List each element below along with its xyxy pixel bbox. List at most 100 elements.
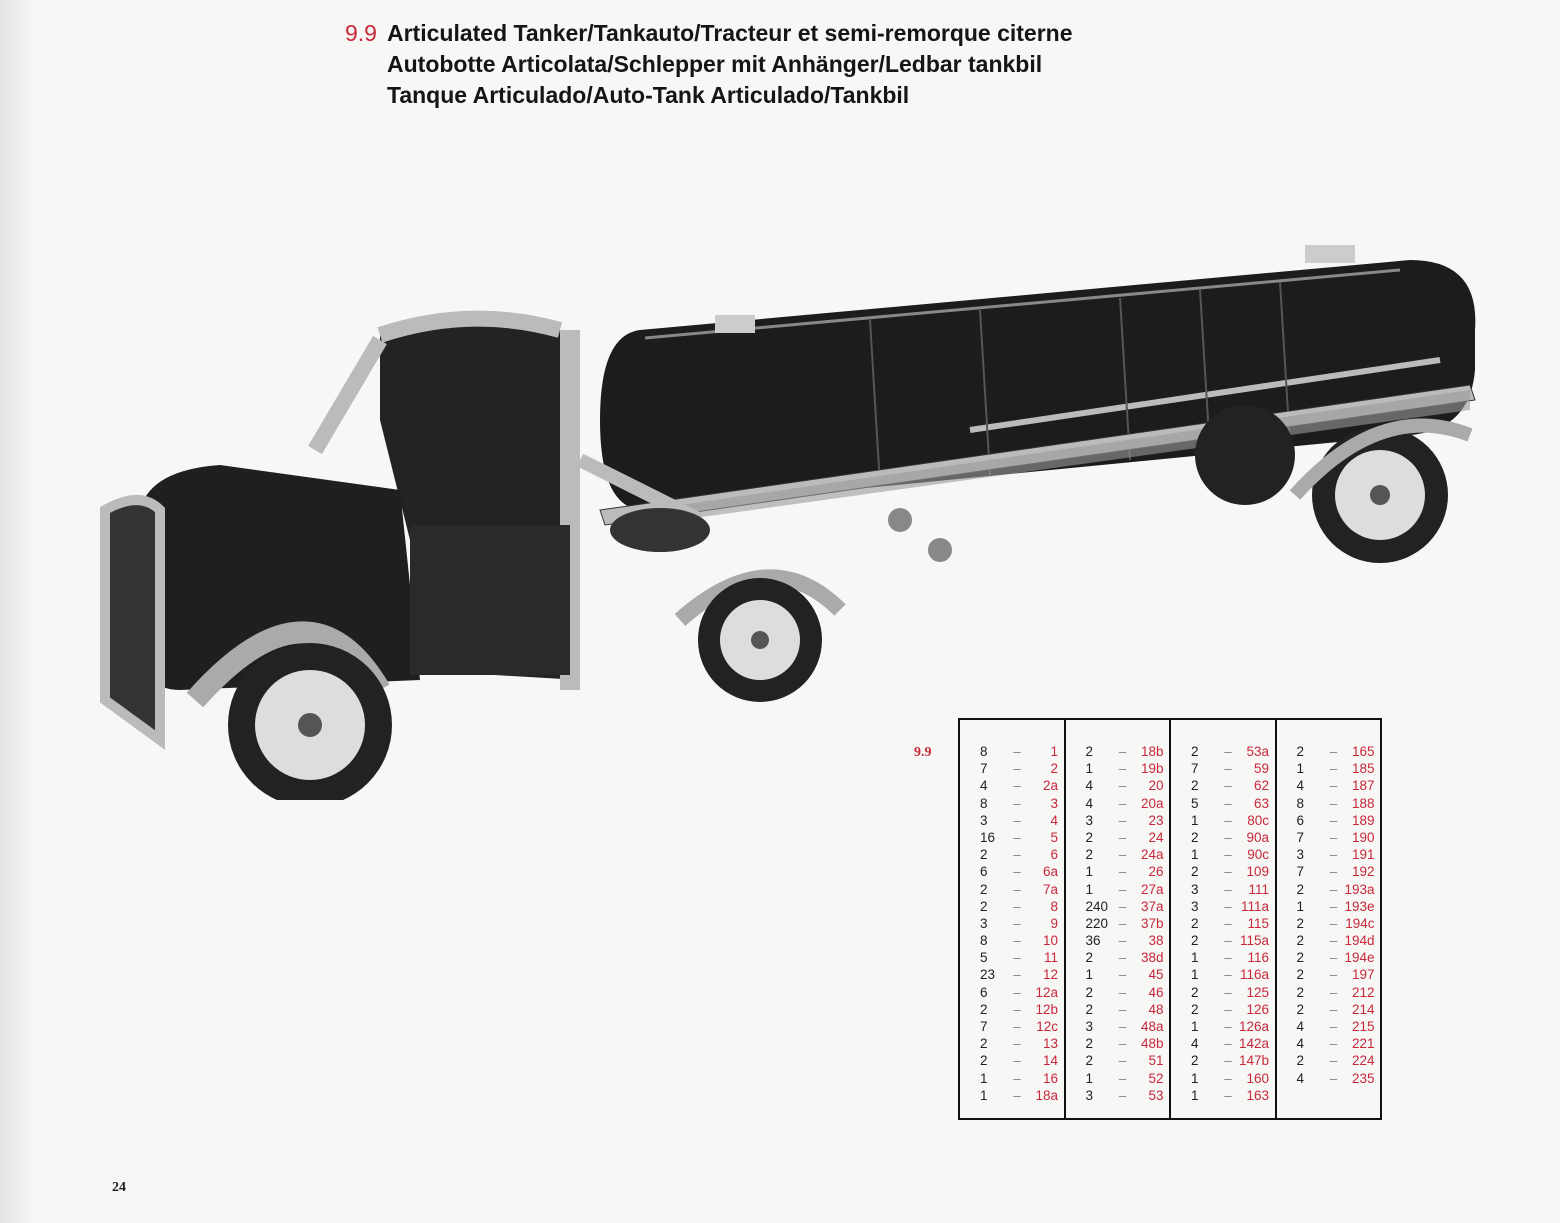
dash: – (1118, 1087, 1127, 1103)
dash: – (1118, 881, 1127, 897)
tractor-wheels (186, 508, 846, 800)
part-quantity: 2 (1191, 864, 1199, 880)
dash: – (1224, 1070, 1232, 1086)
dash: – (1329, 881, 1338, 897)
part-number: 53 (1148, 1087, 1164, 1103)
parts-row: 2–8 (960, 898, 1064, 915)
part-number: 224 (1351, 1053, 1375, 1069)
part-number: 147b (1238, 1053, 1269, 1069)
parts-row: 7–190 (1277, 829, 1381, 846)
part-quantity: 1 (1296, 898, 1305, 914)
parts-row: 7–12c (960, 1018, 1064, 1035)
dash: – (1013, 864, 1021, 880)
parts-row: 2–12b (960, 1001, 1064, 1018)
part-number: 37a (1140, 898, 1164, 914)
parts-row: 3–53 (1066, 1087, 1170, 1104)
part-quantity: 4 (1296, 778, 1305, 794)
parts-row: 8–188 (1277, 795, 1381, 812)
part-number: 12a (1035, 984, 1058, 1000)
parts-row: 2–194d (1277, 932, 1381, 949)
dash: – (1118, 1036, 1127, 1052)
part-number: 48 (1148, 1001, 1164, 1017)
dash: – (1013, 829, 1021, 845)
model-number: 9.9 (345, 20, 377, 46)
part-number: 6 (1050, 847, 1058, 863)
part-number: 185 (1351, 761, 1375, 777)
part-number: 9 (1050, 915, 1058, 931)
part-quantity: 3 (1296, 847, 1305, 863)
dash: – (1329, 1019, 1338, 1034)
part-quantity: 240 (1085, 898, 1109, 914)
dash: – (1118, 1001, 1127, 1017)
part-number: 115 (1247, 915, 1269, 931)
part-number: 116a (1239, 967, 1269, 983)
part-number: 59 (1253, 761, 1269, 777)
part-number: 188 (1351, 795, 1375, 811)
part-quantity: 5 (980, 950, 988, 966)
part-number: 13 (1042, 1036, 1058, 1052)
part-number: 116 (1247, 950, 1269, 966)
parts-row: 2–212 (1277, 984, 1381, 1001)
part-quantity: 220 (1085, 915, 1109, 931)
dash: – (1118, 898, 1127, 914)
parts-row: 4–20a (1066, 795, 1170, 812)
part-quantity: 2 (980, 881, 988, 897)
part-quantity: 3 (1191, 881, 1199, 897)
parts-row: 2–18b (1066, 743, 1170, 760)
dash: – (1013, 744, 1021, 759)
parts-row: 3–4 (960, 812, 1064, 829)
part-quantity: 2 (1085, 1036, 1094, 1052)
parts-row: 23–12 (960, 966, 1064, 983)
parts-row: 2–13 (960, 1035, 1064, 1052)
dash: – (1224, 761, 1232, 777)
dash: – (1013, 795, 1021, 811)
parts-row: 1–90c (1171, 846, 1275, 863)
trailer-wheels (1195, 405, 1473, 563)
part-number: 38 (1148, 933, 1164, 949)
part-number: 10 (1042, 933, 1058, 949)
part-quantity: 1 (1191, 967, 1199, 983)
dash: – (1118, 915, 1127, 931)
part-quantity: 36 (1085, 933, 1101, 949)
part-number: 16 (1042, 1070, 1058, 1086)
title-line-1: Articulated Tanker/Tankauto/Tracteur et … (387, 20, 1073, 46)
part-number: 3 (1050, 795, 1058, 811)
part-quantity: 7 (1296, 829, 1305, 845)
part-quantity: 3 (980, 915, 988, 931)
parts-row: 3–23 (1066, 812, 1170, 829)
parts-row: 2–224 (1277, 1052, 1381, 1069)
part-number: 12 (1042, 967, 1058, 983)
parts-row: 2–46 (1066, 984, 1170, 1001)
dash: – (1118, 950, 1127, 966)
part-number: 11 (1043, 950, 1058, 966)
part-number: 2a (1042, 778, 1058, 794)
dash: – (1329, 864, 1338, 880)
part-number: 24a (1140, 847, 1164, 863)
parts-row: 4–215 (1277, 1018, 1381, 1035)
dash: – (1329, 847, 1338, 863)
parts-row: 2–214 (1277, 1001, 1381, 1018)
part-number: 160 (1246, 1070, 1269, 1086)
dash: – (1013, 915, 1021, 931)
part-number: 53a (1246, 744, 1269, 759)
parts-row: 2–7a (960, 881, 1064, 898)
part-quantity: 2 (980, 1001, 988, 1017)
part-number: 214 (1351, 1001, 1375, 1017)
part-number: 189 (1351, 812, 1375, 828)
parts-row: 2–125 (1171, 984, 1275, 1001)
part-number: 80c (1247, 812, 1269, 828)
dash: – (1224, 967, 1232, 983)
part-quantity: 23 (980, 967, 996, 983)
parts-row: 3 – 9 (960, 915, 1064, 932)
dash: – (1329, 1001, 1338, 1017)
part-quantity: 6 (980, 984, 988, 1000)
part-quantity: 2 (1191, 829, 1199, 845)
part-quantity: 8 (980, 744, 988, 759)
parts-row: 2–51 (1066, 1052, 1170, 1069)
parts-row: 1–160 (1171, 1070, 1275, 1087)
parts-row: 2–193a (1277, 881, 1381, 898)
parts-row: 4–235 (1277, 1070, 1381, 1087)
dash: – (1224, 795, 1232, 811)
